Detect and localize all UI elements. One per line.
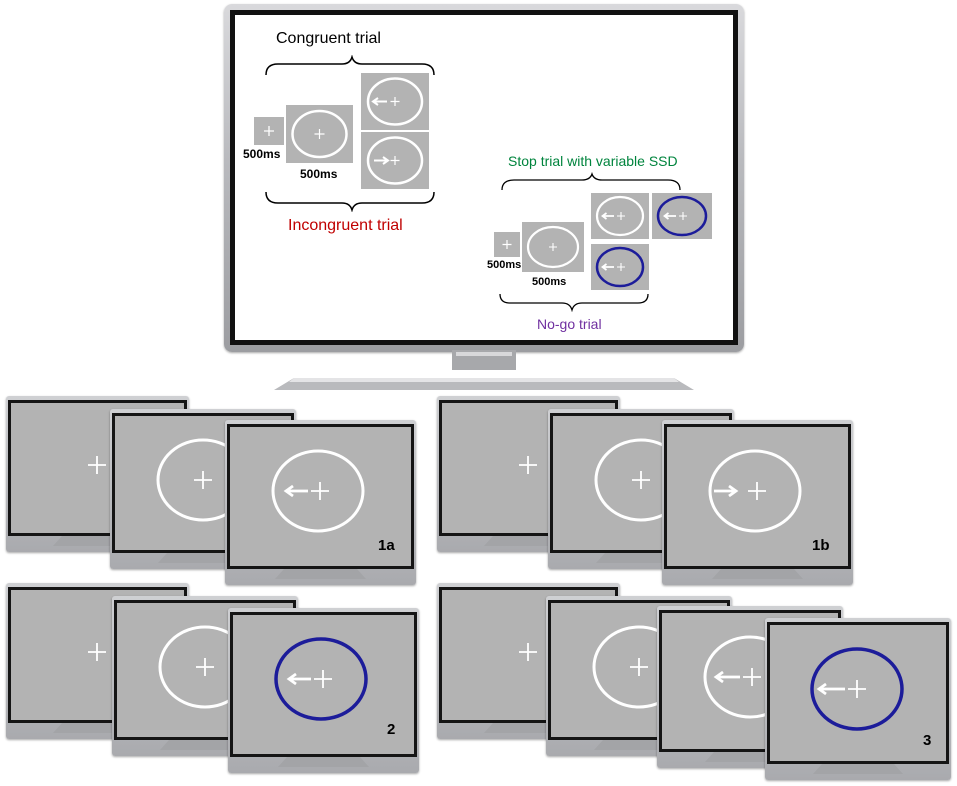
fixation-stim-right — [494, 232, 520, 257]
main-tv — [224, 4, 744, 392]
blue-circle-icon — [810, 647, 904, 731]
nogo-label: No-go trial — [537, 316, 602, 332]
stop-signal-stim — [652, 193, 712, 239]
fixation-cross-icon — [264, 126, 274, 136]
fixation-stim-left — [254, 117, 284, 145]
congruent-target-stim — [361, 73, 429, 130]
monitor-stop-signal: 3 — [765, 618, 951, 780]
fixation-duration-left: 500ms — [243, 147, 281, 161]
monitor-target: 1a — [225, 420, 416, 585]
congruent-label: Congruent trial — [276, 30, 381, 47]
sequence-label: 3 — [923, 732, 932, 749]
blue-circle-icon — [274, 637, 368, 721]
stop-target-stim — [591, 193, 649, 239]
main-tv-stand — [274, 350, 694, 390]
monitor-target: 2 — [228, 608, 419, 773]
cue-stim-right — [522, 222, 584, 272]
main-tv-screen — [235, 15, 733, 340]
incongruent-brace — [265, 191, 435, 212]
incongruent-target-stim — [361, 132, 429, 189]
sequence-label: 1a — [378, 537, 395, 554]
monitor-target: 1b — [662, 420, 853, 585]
congruent-brace — [265, 55, 435, 76]
stop-brace — [501, 172, 681, 191]
stop-label: Stop trial with variable SSD — [508, 153, 678, 169]
nogo-target-stim — [591, 244, 649, 290]
sequence-label: 1b — [812, 537, 830, 554]
incongruent-label: Incongruent trial — [288, 217, 403, 234]
right-arrow-icon — [374, 156, 390, 165]
cue-duration-right: 500ms — [532, 276, 567, 288]
cue-stim-left — [286, 105, 353, 163]
cue-duration-left: 500ms — [300, 167, 338, 181]
white-circle-icon — [291, 109, 348, 159]
nogo-brace — [499, 293, 649, 312]
fixation-duration-right: 500ms — [487, 259, 522, 271]
left-arrow-icon — [371, 97, 387, 106]
blue-circle-icon — [656, 195, 708, 237]
sequence-label: 2 — [387, 721, 396, 738]
